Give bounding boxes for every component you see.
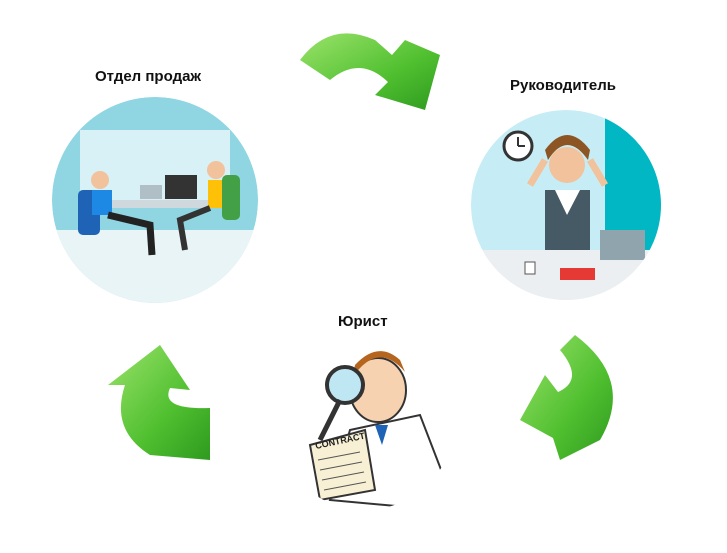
- lawyer-with-magnifier-illustration: CONTRACT: [275, 330, 455, 510]
- cycle-arrow-top: [300, 33, 440, 111]
- node-label-manager: Руководитель: [510, 77, 616, 94]
- node-label-sales: Отдел продаж: [95, 68, 202, 85]
- sales-office-illustration: [52, 97, 258, 303]
- cycle-arrow-right: [520, 335, 613, 460]
- stressed-manager-illustration: [471, 110, 661, 300]
- node-label-lawyer: Юрист: [338, 313, 388, 330]
- cycle-arrow-left: [108, 345, 210, 460]
